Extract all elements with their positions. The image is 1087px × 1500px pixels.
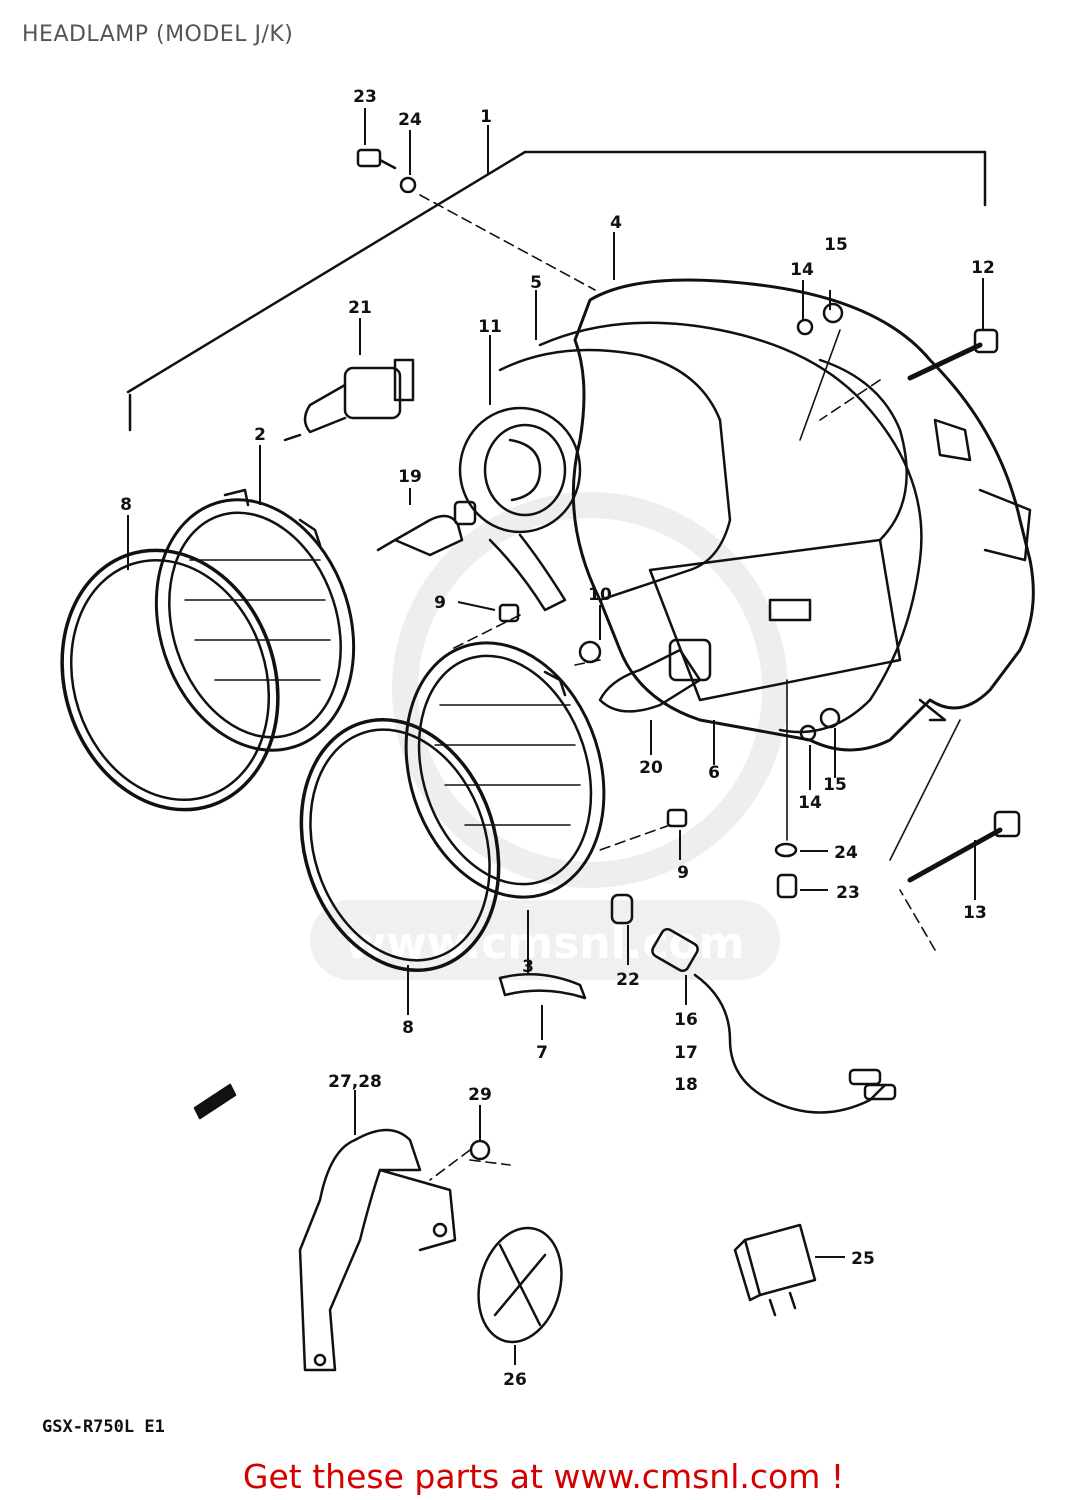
page-title: HEADLAMP (MODEL J/K): [22, 22, 294, 47]
callout-8a: 8: [120, 495, 132, 515]
callout-15a: 15: [824, 235, 848, 255]
callout-8b: 8: [402, 1018, 414, 1038]
callout-6: 6: [708, 763, 720, 783]
small-hardware: [356, 148, 844, 1161]
callout-2: 2: [254, 425, 266, 445]
watermark-text: www.cmsnl.com: [345, 918, 744, 969]
callout-labels: 1 2 3 4 5 6 7 8 8 9 9 10 11 12 13 14 14 …: [120, 87, 995, 1390]
screw-12: [907, 328, 999, 381]
callout-15b: 15: [823, 775, 847, 795]
front-arrow-icon: [193, 1083, 237, 1120]
relay-25: [733, 1223, 817, 1317]
callout-23b: 23: [836, 883, 860, 903]
bulb-20: [598, 638, 712, 713]
bulb-21: [283, 358, 415, 442]
assembly-bracket-1: [126, 150, 987, 432]
callout-22: 22: [616, 970, 640, 990]
reflector-26: [477, 1226, 563, 1344]
callout-3: 3: [522, 957, 534, 977]
callout-16: 16: [674, 1010, 698, 1030]
lens-unit-2b: [404, 641, 606, 899]
callout-12: 12: [971, 258, 995, 278]
watermark: www.cmsnl.com: [310, 492, 788, 980]
callout-29: 29: [468, 1085, 492, 1105]
callout-4: 4: [610, 213, 622, 233]
callout-14b: 14: [798, 793, 822, 813]
callout-10: 10: [588, 585, 612, 605]
callout-20: 20: [639, 758, 663, 778]
callout-14a: 14: [790, 260, 814, 280]
callout-26: 26: [503, 1370, 527, 1390]
bulb-19: [376, 500, 477, 557]
lens-unit-2: [154, 488, 356, 752]
callout-13: 13: [963, 903, 987, 923]
clamp-7: [498, 973, 587, 1000]
leader-lines: [419, 194, 936, 1181]
bracket-27-28: [298, 1128, 457, 1372]
callout-17: 17: [674, 1043, 698, 1063]
callout-24b: 24: [834, 843, 858, 863]
callout-24a: 24: [398, 110, 422, 130]
callout-lines: [127, 108, 984, 1365]
callout-19: 19: [398, 467, 422, 487]
rim-8-left: [60, 548, 280, 812]
callout-9b: 9: [677, 863, 689, 883]
callout-25: 25: [851, 1249, 875, 1269]
callout-1: 1: [480, 107, 492, 127]
callout-9a: 9: [434, 593, 446, 613]
callout-18: 18: [674, 1075, 698, 1095]
callout-27-28: 27,28: [328, 1072, 382, 1092]
callout-21: 21: [348, 298, 372, 318]
callout-11: 11: [478, 317, 502, 337]
model-code: GSX-R750L E1: [42, 1417, 165, 1437]
rim-8-right: [299, 718, 501, 972]
callout-23a: 23: [353, 87, 377, 107]
headlamp-socket-bowl: [458, 406, 582, 612]
screw-13: [907, 810, 1021, 883]
callout-7: 7: [536, 1043, 548, 1063]
footer-link[interactable]: Get these parts at www.cmsnl.com !: [242, 1457, 845, 1496]
socket-22-wire-16: [610, 893, 897, 1114]
callout-5: 5: [530, 273, 542, 293]
